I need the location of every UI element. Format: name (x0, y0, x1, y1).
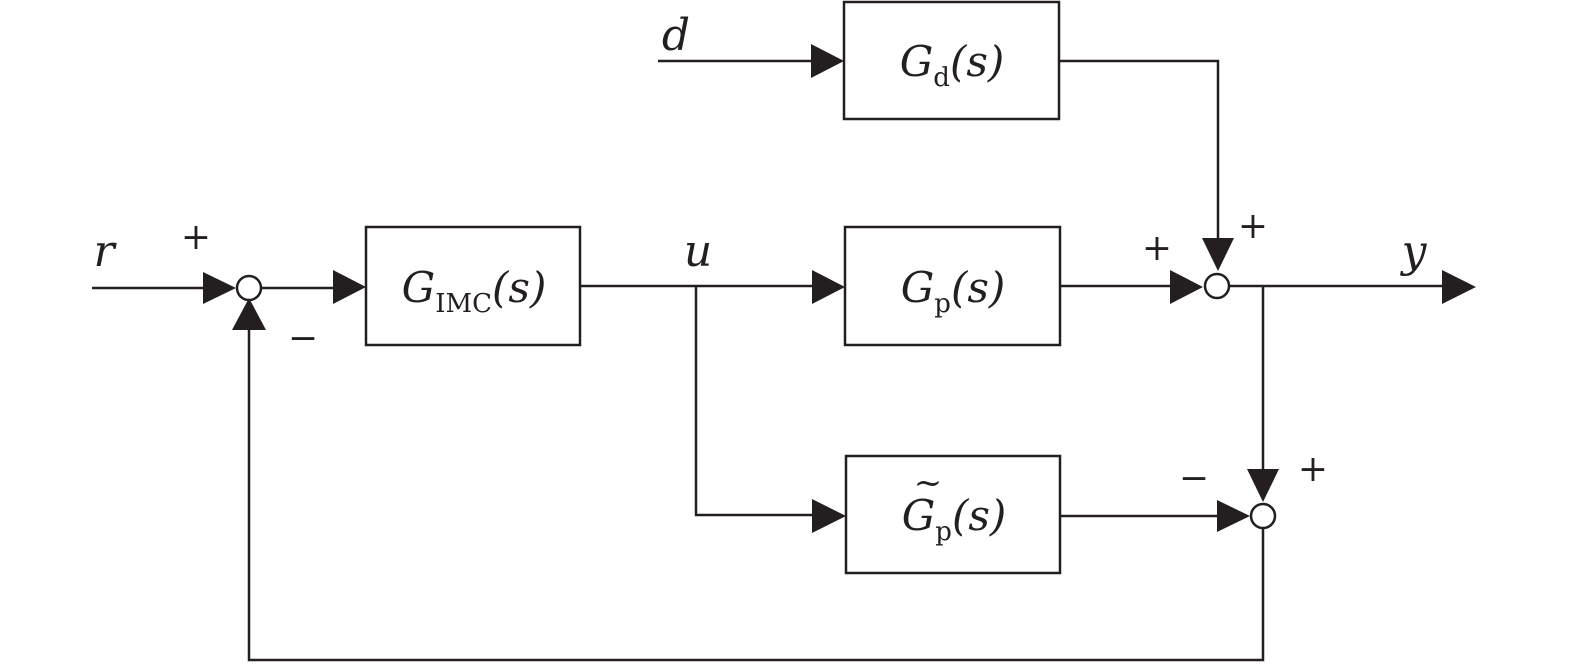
disturbance-block-label: Gd(s) (900, 37, 1005, 93)
residual-summing-junction (1249, 502, 1277, 530)
controller-block (364, 225, 582, 347)
disturbance-block (842, 0, 1061, 121)
output-signal-label: y (1400, 226, 1428, 277)
model-input-arrowhead (812, 499, 846, 533)
sum1-minus-sign: − (288, 318, 318, 359)
error-summing-junction (235, 274, 263, 302)
disturbance-input-arrowhead (811, 44, 844, 78)
plant-input-arrowhead (812, 270, 845, 304)
sum1-plus-sign: + (181, 217, 211, 258)
output-arrowhead (1442, 270, 1476, 304)
reference-signal-label: r (93, 226, 117, 277)
model-block-label: Gp(s) (902, 491, 1007, 547)
disturbance-to-sum-arrowhead (1202, 238, 1234, 271)
sum3-model-minus-sign: − (1179, 458, 1209, 499)
control-signal-label: u (684, 226, 712, 277)
plant-block (843, 225, 1062, 347)
model-input-wire (694, 286, 815, 517)
model-block (844, 454, 1062, 575)
plant-block-label: Gp(s) (901, 263, 1006, 319)
model-tilde: ~ (914, 463, 943, 503)
disturbance-signal-label: d (662, 10, 690, 61)
reference-arrowhead (203, 272, 236, 304)
sum2-disturbance-plus-sign: + (1238, 206, 1268, 247)
disturbance-output-wire (1059, 59, 1220, 240)
output-tap-arrowhead (1247, 469, 1279, 502)
feedback-wire (247, 330, 1265, 662)
sum3-output-plus-sign: + (1298, 449, 1328, 490)
error-arrowhead (333, 270, 366, 304)
plant-to-sum-arrowhead (1170, 270, 1203, 304)
feedback-arrowhead (232, 298, 266, 330)
output-summing-junction (1203, 272, 1231, 300)
sum2-plant-plus-sign: + (1142, 228, 1172, 269)
controller-block-label: GIMC(s) (402, 263, 547, 319)
model-to-sum-arrowhead (1217, 500, 1250, 532)
